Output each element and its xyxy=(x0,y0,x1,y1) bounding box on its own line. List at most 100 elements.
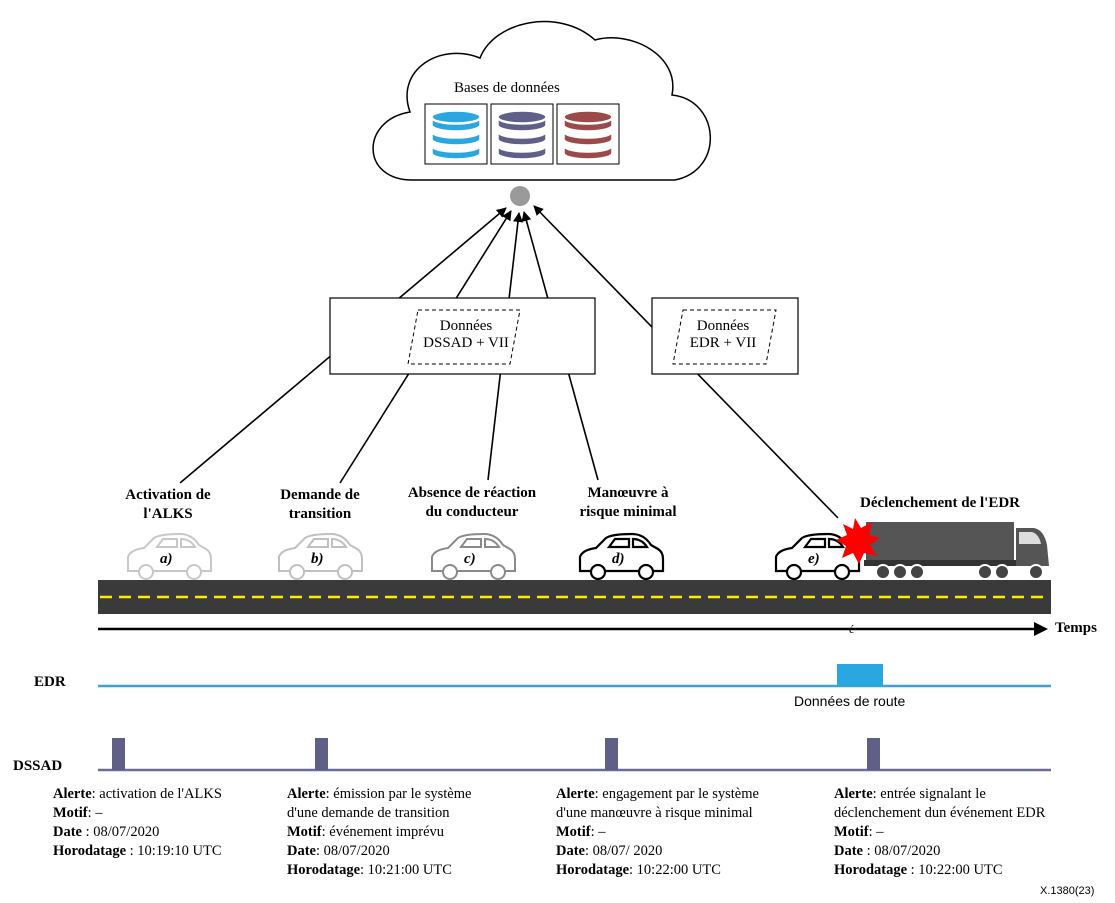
alert-2-date-key: Date xyxy=(287,843,316,859)
alert-1-date-value: : 08/07/2020 xyxy=(82,824,160,840)
truck-icon xyxy=(864,522,1049,580)
alert-4-motif-key: Motif xyxy=(834,824,869,840)
alert-1-motif-key: Motif xyxy=(53,805,88,821)
alert-block-2: Alerte: émission par le système d'une de… xyxy=(287,785,471,880)
alert-3-date: Date: 08/07/ 2020 xyxy=(556,842,759,861)
time-axis-mark: é xyxy=(849,622,855,636)
alert-3-motif-value: : – xyxy=(590,824,606,840)
car-icon-c xyxy=(431,532,516,580)
dssad-pulse-1 xyxy=(112,738,125,770)
edr-track-label: EDR xyxy=(34,674,66,690)
edr-data-caption: Données de route xyxy=(794,693,906,709)
alert-1-horo-value: : 10:19:10 UTC xyxy=(126,843,222,859)
alert-4-motif-value: : – xyxy=(868,824,884,840)
car-label-e: e) xyxy=(808,551,820,567)
edr-data-box xyxy=(651,297,799,375)
alert-2-motif: Motif: événement imprévu xyxy=(287,823,471,842)
alert-2-horodatage: Horodatage: 10:21:00 UTC xyxy=(287,861,471,880)
alert-3-alerte: Alerte: engagement par le système xyxy=(556,785,759,804)
cloud-hub-node xyxy=(510,186,530,206)
event-title-b: Demande de transition xyxy=(240,486,400,524)
event-title-d-line2: risque minimal xyxy=(579,504,677,520)
database-icon-blue xyxy=(424,103,488,165)
event-title-b-line1: Demande de xyxy=(280,487,360,503)
alert-4-motif: Motif: – xyxy=(834,823,1045,842)
alert-1-alerte-key: Alerte xyxy=(53,786,92,802)
edr-data-label-line1: Données xyxy=(696,318,750,334)
dssad-data-label: Données DSSAD + VII xyxy=(410,318,522,352)
cloud-title: Bases de données xyxy=(454,80,560,96)
alert-4-horo-key: Horodatage xyxy=(834,862,908,878)
event-title-c: Absence de réaction du conducteur xyxy=(384,484,560,522)
car-icon-d xyxy=(578,532,665,581)
figure-reference: X.1380(23) xyxy=(1040,885,1095,897)
alert-3-horodatage: Horodatage: 10:22:00 UTC xyxy=(556,861,759,880)
crash-burst-icon xyxy=(836,518,880,564)
dssad-data-parallelogram xyxy=(407,309,521,365)
alert-4-horo-value: : 10:22:00 UTC xyxy=(907,862,1003,878)
dssad-data-label-line1: Données xyxy=(439,318,493,334)
alert-3-motif-key: Motif xyxy=(556,824,591,840)
alert-3-horo-value: : 10:22:00 UTC xyxy=(629,862,721,878)
alert-2-alerte-key: Alerte xyxy=(287,786,326,802)
edr-data-parallelogram xyxy=(672,309,777,365)
alert-2-horo-key: Horodatage xyxy=(287,862,361,878)
car-label-d: d) xyxy=(612,551,625,567)
alert-4-date-value: : 08/07/2020 xyxy=(863,843,941,859)
dssad-track-label: DSSAD xyxy=(13,758,63,774)
edr-data-label-line2: EDR + VII xyxy=(689,335,757,351)
car-label-b: b) xyxy=(311,551,324,567)
event-title-d-line1: Manœuvre à xyxy=(587,485,669,501)
alert-2-motif-value: : événement imprévu xyxy=(321,824,445,840)
dssad-data-label-line2: DSSAD + VII xyxy=(423,335,509,351)
time-axis-arrowhead xyxy=(1034,622,1048,636)
alert-2-alerte: Alerte: émission par le système xyxy=(287,785,471,804)
alert-4-date-key: Date xyxy=(834,843,863,859)
alert-3-alerte-value-line2: d'une manœuvre à risque minimal xyxy=(556,805,753,821)
event-title-a: Activation de l'ALKS xyxy=(88,486,248,524)
alert-3-date-key: Date xyxy=(556,843,585,859)
dssad-pulse-3 xyxy=(605,738,618,770)
alert-2-date-value: : 08/07/2020 xyxy=(316,843,390,859)
event-title-c-line2: du conducteur xyxy=(425,504,519,520)
edr-data-label: Données EDR + VII xyxy=(668,318,778,352)
event-title-e-line1: Déclenchement de l'EDR xyxy=(860,495,1020,511)
event-title-e: Déclenchement de l'EDR xyxy=(820,494,1060,513)
alert-3-alerte-key: Alerte xyxy=(556,786,595,802)
alert-2-motif-key: Motif xyxy=(287,824,322,840)
car-label-a: a) xyxy=(160,551,173,567)
alert-4-horodatage: Horodatage : 10:22:00 UTC xyxy=(834,861,1045,880)
alert-1-alerte-value: : activation de l'ALKS xyxy=(91,786,222,802)
event-title-d: Manœuvre à risque minimal xyxy=(548,484,708,522)
alert-4-alerte-key: Alerte xyxy=(834,786,873,802)
alert-1-date-key: Date xyxy=(53,824,82,840)
alert-2-date: Date: 08/07/2020 xyxy=(287,842,471,861)
alert-1-date: Date : 08/07/2020 xyxy=(53,823,222,842)
car-label-c: c) xyxy=(464,551,476,567)
dssad-pulse-4 xyxy=(867,738,880,770)
car-icon-b xyxy=(278,532,363,580)
alert-3-motif: Motif: – xyxy=(556,823,759,842)
alert-1-horo-key: Horodatage xyxy=(53,843,127,859)
event-title-b-line2: transition xyxy=(288,506,352,522)
alert-1-motif: Motif: – xyxy=(53,804,222,823)
edr-data-pulse xyxy=(837,664,883,686)
alert-4-alerte-value: : entrée signalant le xyxy=(872,786,986,802)
alert-block-1: Alerte: activation de l'ALKS Motif: – Da… xyxy=(53,785,222,861)
database-icon-red xyxy=(556,103,620,165)
alert-2-alerte-value-line2: d'une demande de transition xyxy=(287,805,450,821)
alert-3-date-value: : 08/07/ 2020 xyxy=(585,843,663,859)
alert-3-horo-key: Horodatage xyxy=(556,862,630,878)
car-icon-e xyxy=(774,532,861,581)
alert-2-alerte-value: : émission par le système xyxy=(325,786,472,802)
car-icon-a xyxy=(127,532,212,580)
alert-block-4: Alerte: entrée signalant le déclenchemen… xyxy=(834,785,1045,880)
alert-4-alerte: Alerte: entrée signalant le xyxy=(834,785,1045,804)
alert-4-date: Date : 08/07/2020 xyxy=(834,842,1045,861)
event-title-a-line2: l'ALKS xyxy=(143,506,193,522)
event-title-c-line1: Absence de réaction xyxy=(407,485,537,501)
database-icon-slate xyxy=(490,103,554,165)
alert-3-alerte-value: : engagement par le système xyxy=(594,786,759,802)
alert-2-horo-value: : 10:21:00 UTC xyxy=(360,862,452,878)
